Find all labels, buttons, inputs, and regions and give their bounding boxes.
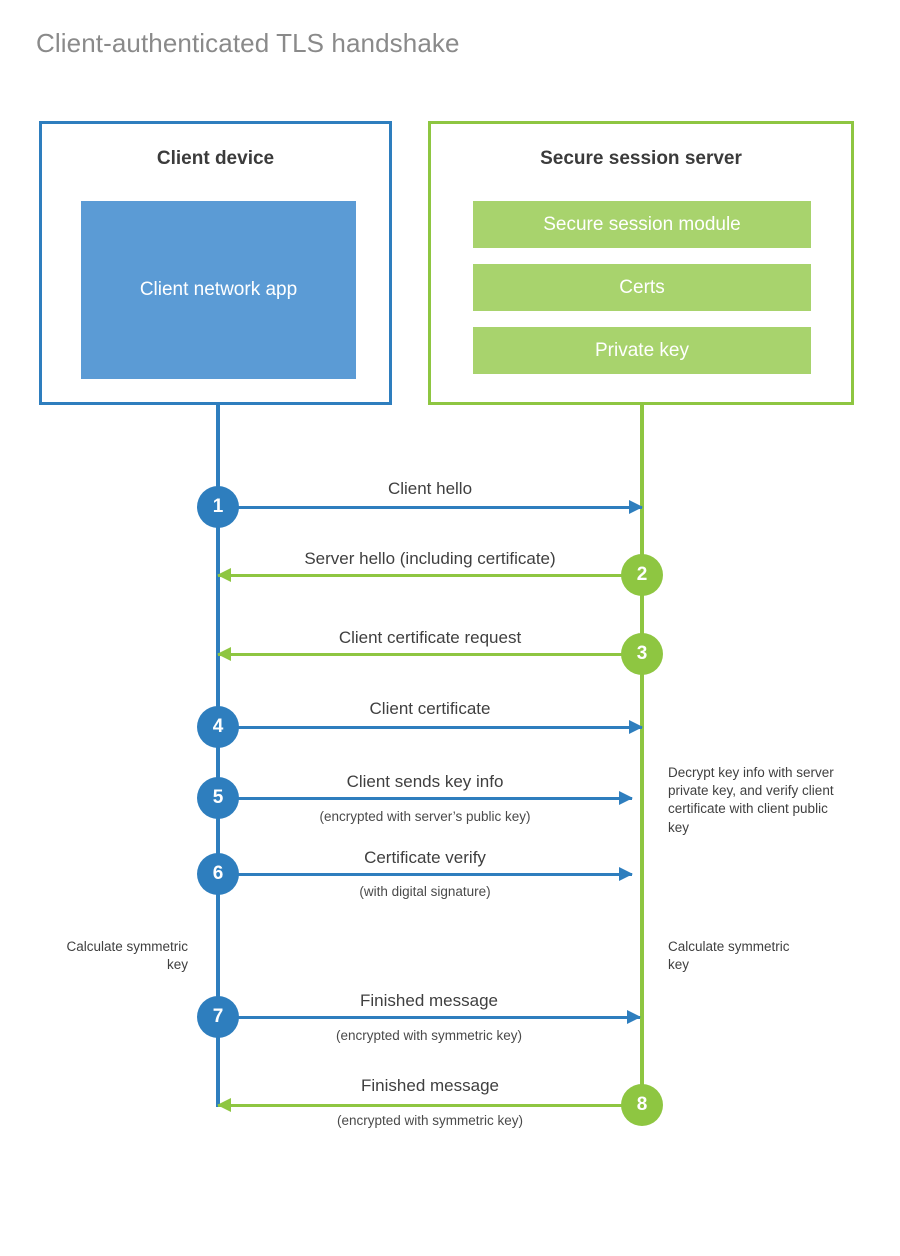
- step-8-arrow: [217, 1098, 642, 1112]
- arrowhead-left-icon: [217, 568, 231, 582]
- step-7-label: Finished message: [360, 991, 498, 1010]
- step-4-number[interactable]: 4: [197, 706, 239, 748]
- client-lifeline: [216, 405, 220, 1107]
- arrowhead-right-icon: [619, 867, 633, 881]
- step-8-sublabel: (encrypted with symmetric key): [336, 1113, 524, 1128]
- step-2-number[interactable]: 2: [621, 554, 663, 596]
- step-2-arrow: [217, 568, 642, 582]
- server-block-certs: Certs: [473, 264, 811, 311]
- step-4-arrow: [218, 720, 643, 734]
- server-block-private-key: Private key: [473, 327, 811, 374]
- step-6-label: Certificate verify: [364, 848, 486, 867]
- client-device-title: Client device: [156, 148, 275, 169]
- step-5-label: Client sends key info: [346, 772, 504, 791]
- step-3-arrow: [217, 647, 642, 661]
- arrowhead-right-icon: [627, 1010, 641, 1024]
- step-8-label: Finished message: [361, 1076, 499, 1095]
- step-3-number[interactable]: 3: [621, 633, 663, 675]
- step-6-sublabel: (with digital signature): [359, 884, 491, 899]
- server-block-secure-session-module: Secure session module: [473, 201, 811, 248]
- step-5-arrow: [218, 791, 633, 805]
- step-1-number[interactable]: 1: [197, 486, 239, 528]
- step-1-label: Client hello: [387, 479, 473, 498]
- step-1-arrow: [218, 500, 643, 514]
- secure-session-server-box: Secure session server Secure session mod…: [428, 121, 854, 405]
- step-6-number[interactable]: 6: [197, 853, 239, 895]
- arrowhead-right-icon: [619, 791, 633, 805]
- step-7-arrow: [218, 1010, 641, 1024]
- client-network-app-block: Client network app: [81, 201, 356, 379]
- step-7-number[interactable]: 7: [197, 996, 239, 1038]
- step-5-sublabel: (encrypted with server’s public key): [319, 809, 531, 824]
- step-6-arrow: [218, 867, 633, 881]
- arrowhead-left-icon: [217, 647, 231, 661]
- step-7-sublabel: (encrypted with symmetric key): [335, 1028, 523, 1043]
- page-title: Client-authenticated TLS handshake: [36, 28, 460, 58]
- client-calculate-note: Calculate symmetric key: [66, 939, 188, 973]
- arrowhead-left-icon: [217, 1098, 231, 1112]
- server-decrypt-note: Decrypt key info with server private key…: [668, 765, 834, 835]
- arrowhead-right-icon: [629, 720, 643, 734]
- secure-session-server-title: Secure session server: [540, 148, 742, 169]
- step-5-number[interactable]: 5: [197, 777, 239, 819]
- client-device-box: Client device Client network app: [39, 121, 392, 405]
- server-lifeline: [640, 405, 644, 1107]
- step-2-label: Server hello (including certificate): [304, 549, 556, 568]
- arrowhead-right-icon: [629, 500, 643, 514]
- server-calculate-note: Calculate symmetric key: [668, 939, 790, 973]
- step-4-label: Client certificate: [369, 699, 491, 718]
- step-8-number[interactable]: 8: [621, 1084, 663, 1126]
- step-3-label: Client certificate request: [338, 628, 522, 647]
